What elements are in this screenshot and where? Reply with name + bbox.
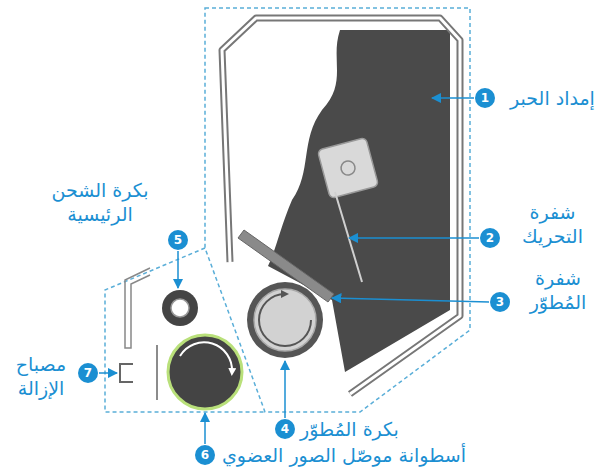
callout-number: 1 [481,91,489,105]
leader-line [349,237,479,239]
part-label: إمداد الحبر [500,86,605,110]
callout-number: 2 [486,231,494,245]
leader-line [332,298,489,302]
callout-badge: 5 [168,230,188,250]
part-label: مصباح الإزالة [4,352,78,400]
part-label: أسطوانة موصّل الصور العضوي [222,443,466,467]
callout-badge: 7 [78,363,98,383]
developer-roller [247,282,323,358]
charge-roller [162,290,198,326]
opc-drum [168,335,242,409]
erase-lamp [120,364,133,382]
leader-line [432,97,474,99]
drum-section-outline [105,248,265,412]
callout-badge: 6 [195,445,215,465]
leader-line [284,361,286,418]
part-label: بكرة الشحن الرئيسية [36,178,164,226]
callout-badge: 3 [490,292,510,312]
agitator-blade [335,192,362,282]
agitator-hub [317,137,378,198]
frame-bracket [125,268,150,348]
callout-badge: 1 [475,88,495,108]
erase-lamp-window [156,345,158,400]
callout-number: 3 [496,295,504,309]
part-label: بكرة المُطوّر [300,417,399,441]
leader-line [177,251,179,288]
part-label: شفرة التحريك [505,200,600,248]
callout-number: 7 [84,366,92,380]
callout-badge: 2 [480,228,500,248]
leader-line [204,413,206,444]
callout-number: 5 [174,233,182,247]
part-label: شفرة المُطوّر [515,266,601,314]
callout-badge: 4 [275,419,295,439]
hopper-housing-inner [222,18,460,394]
callout-number: 4 [281,422,289,436]
callout-number: 6 [201,448,209,462]
toner-section-outline [205,8,470,412]
hopper-housing [222,18,460,394]
leader-line [99,372,117,374]
